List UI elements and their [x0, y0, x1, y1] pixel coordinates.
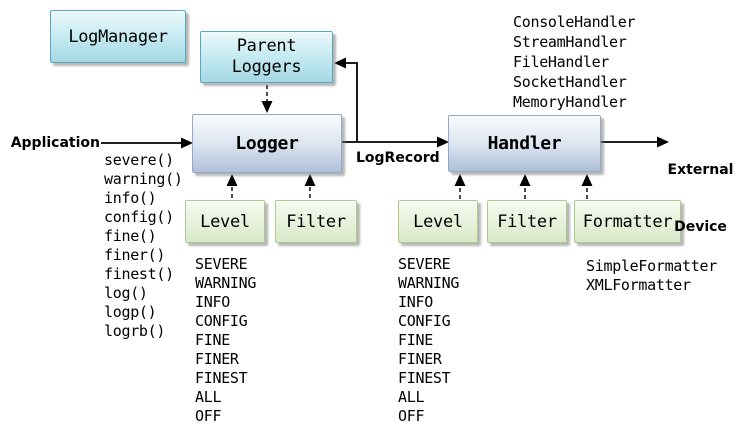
list-item: CONFIG: [398, 312, 451, 330]
list-item: OFF: [398, 407, 425, 425]
parent-loggers-label-line1: Parent: [236, 36, 297, 56]
parent-loggers-label-line2: Loggers: [231, 57, 302, 77]
list-item: SimpleFormatter: [586, 257, 717, 275]
parent-loggers-box: Parent Loggers: [200, 31, 333, 83]
list-item: SocketHandler: [513, 73, 627, 91]
list-item: FINEST: [195, 369, 248, 387]
arrow-level-to-logger: [226, 174, 238, 198]
handler-box: Handler: [448, 115, 601, 172]
handler-label: Handler: [487, 133, 562, 154]
logger-level-box: Level: [185, 200, 265, 243]
arrow-level-to-handler: [454, 174, 466, 199]
handler-filter-label: Filter: [497, 211, 557, 232]
list-item: OFF: [195, 407, 222, 425]
list-item: finer(): [104, 246, 166, 264]
arrow-filter-to-logger: [304, 174, 316, 198]
handler-formatter-box: Formatter: [574, 200, 681, 243]
list-item: FINEST: [398, 369, 451, 387]
list-item: config(): [104, 208, 174, 226]
list-item: log(): [104, 284, 148, 302]
list-item: severe(): [104, 151, 174, 169]
external-device-line1: External: [667, 162, 734, 178]
application-label: Application: [10, 135, 100, 151]
logger-methods-list: severe()warning()info()config()fine()fin…: [104, 151, 183, 341]
handler-formatter-label: Formatter: [582, 211, 673, 232]
list-item: fine(): [104, 227, 157, 245]
list-item: FileHandler: [513, 53, 610, 71]
handler-level-label: Level: [413, 211, 463, 232]
list-item: finest(): [104, 265, 174, 283]
list-item: FINER: [398, 350, 442, 368]
list-item: FINE: [398, 331, 433, 349]
handler-filter-box: Filter: [487, 200, 567, 243]
log-manager-box: LogManager: [50, 10, 186, 63]
logger-level-label: Level: [200, 211, 250, 232]
list-item: ALL: [398, 388, 425, 406]
list-item: CONFIG: [195, 312, 248, 330]
logger-filter-box: Filter: [275, 200, 357, 243]
logger-box: Logger: [192, 114, 342, 173]
list-item: info(): [104, 189, 157, 207]
arrow-filter-to-handler: [519, 174, 531, 199]
arrow-handler-to-external-device: [601, 136, 669, 148]
list-item: warning(): [104, 170, 183, 188]
list-item: ALL: [195, 388, 222, 406]
list-item: WARNING: [398, 274, 460, 292]
list-item: XMLFormatter: [586, 276, 691, 294]
list-item: INFO: [195, 293, 230, 311]
list-item: logp(): [104, 303, 157, 321]
list-item: SEVERE: [398, 255, 451, 273]
arrow-parent-loggers-to-logger: [261, 85, 273, 113]
list-item: FINE: [195, 331, 230, 349]
list-item: FINER: [195, 350, 239, 368]
list-item: WARNING: [195, 274, 257, 292]
handler-level-box: Level: [398, 200, 478, 243]
list-item: SEVERE: [195, 255, 248, 273]
logger-label: Logger: [235, 133, 299, 154]
arrow-logger-to-handler: [342, 136, 449, 148]
logger-filter-label: Filter: [286, 211, 346, 232]
list-item: ConsoleHandler: [513, 13, 636, 31]
log-manager-label: LogManager: [68, 26, 168, 47]
external-device-label: External Device: [664, 123, 737, 275]
arrow-application-to-logger: [101, 137, 193, 149]
list-item: StreamHandler: [513, 33, 627, 51]
list-item: INFO: [398, 293, 433, 311]
list-item: MemoryHandler: [513, 93, 627, 111]
list-item: logrb(): [104, 322, 166, 340]
arrow-formatter-to-handler: [581, 174, 593, 199]
log-record-label: LogRecord: [356, 150, 440, 166]
external-device-line2: Device: [674, 219, 727, 235]
